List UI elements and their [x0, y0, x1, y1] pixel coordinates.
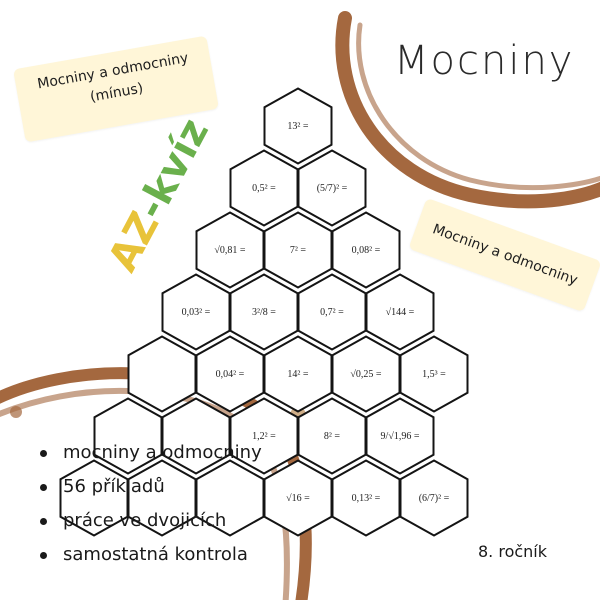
- hex-expression: √0,81 =: [214, 245, 245, 256]
- hex-expression: 7² =: [290, 245, 306, 256]
- bullet-icon: [40, 551, 47, 559]
- hex-cell: 9/√1,96 =: [365, 397, 435, 475]
- hex-cell: 3²/8 =: [229, 273, 299, 351]
- hex-cell: 0,7² =: [297, 273, 367, 351]
- hex-cell: (6/7)² =: [399, 459, 469, 537]
- hex-cell: (5/7)² =: [297, 149, 367, 227]
- hex-expression: √16 =: [286, 493, 310, 504]
- hex-expression: √0,25 =: [350, 369, 381, 380]
- hex-shape: [365, 397, 435, 475]
- hex-expression: (6/7)² =: [419, 493, 450, 504]
- bullet-icon: [40, 483, 47, 491]
- bullet-icon: [40, 517, 47, 525]
- hex-cell: 0,03² =: [161, 273, 231, 351]
- page-title: Mocniny: [394, 38, 575, 84]
- hex-shape: [399, 335, 469, 413]
- bullet-icon: [40, 449, 47, 457]
- list-item: práce ve dvojicích: [40, 504, 262, 538]
- hex-expression: 0,13² =: [352, 493, 381, 504]
- hex-expression: 0,5² =: [252, 183, 276, 194]
- hex-cell: 0,13² =: [331, 459, 401, 537]
- hex-shape: [263, 87, 333, 165]
- hex-grid: 13² = 0,5² = (5/7)² = √0,81 = 7² = 0,08² = 0,0…: [59, 87, 469, 537]
- hex-expression: √144 =: [386, 307, 415, 318]
- hex-shape: [331, 211, 401, 289]
- hex-cell: √0,81 =: [195, 211, 265, 289]
- hex-expression: 13² =: [287, 121, 308, 132]
- hex-expression: 3²/8 =: [252, 307, 276, 318]
- hex-cell: 14² =: [263, 335, 333, 413]
- hex-cell: 8² =: [297, 397, 367, 475]
- hex-cell: 0,08² =: [331, 211, 401, 289]
- list-item: mocniny a odmocniny: [40, 436, 262, 470]
- hex-expression: 8² =: [324, 431, 340, 442]
- list-item: samostatná kontrola: [40, 538, 262, 572]
- hex-expression: 0,7² =: [320, 307, 344, 318]
- hex-expression: 0,04² =: [216, 369, 245, 380]
- hex-cell: 0,5² =: [229, 149, 299, 227]
- grade-label: 8. ročník: [478, 542, 548, 561]
- hex-shape: [365, 273, 435, 351]
- hex-expression: 0,08² =: [352, 245, 381, 256]
- hex-cell: √0,25 =: [331, 335, 401, 413]
- feature-list: mocniny a odmocniny 56 příkladů práce ve…: [40, 436, 262, 572]
- hex-expression: 14² =: [287, 369, 308, 380]
- coffee-stain-top-right: [335, 11, 600, 209]
- list-item: 56 příkladů: [40, 470, 262, 504]
- hex-cell: 1,5³ =: [399, 335, 469, 413]
- hex-expression: 1,2² =: [252, 431, 276, 442]
- hex-expression: 1,5³ =: [422, 369, 446, 380]
- hex-expression: 9/√1,96 =: [381, 431, 420, 442]
- hex-expression: 0,03² =: [182, 307, 211, 318]
- hex-shape: [399, 459, 469, 537]
- hex-cell: 7² =: [263, 211, 333, 289]
- hex-cell: √144 =: [365, 273, 435, 351]
- hex-expression: (5/7)² =: [317, 183, 348, 194]
- hex-shape: [297, 149, 367, 227]
- hex-cell: 13² =: [263, 87, 333, 165]
